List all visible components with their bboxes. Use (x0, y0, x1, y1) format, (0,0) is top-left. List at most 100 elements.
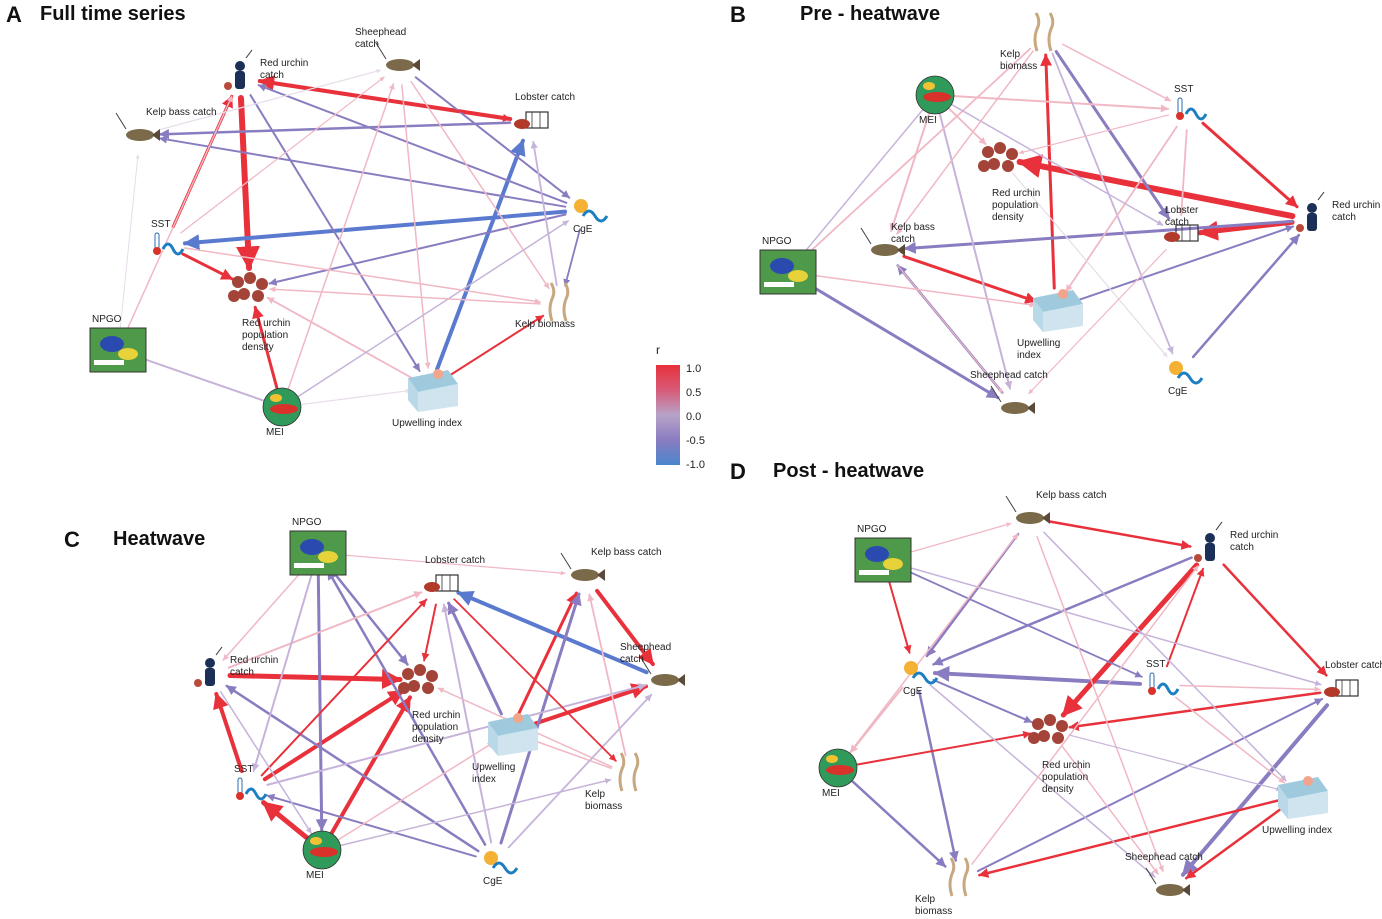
edge-arrow (1051, 52, 1174, 355)
edge-arrow (401, 84, 431, 369)
edge-arrow (1028, 248, 1167, 395)
node-label: Lobster catch (515, 92, 575, 103)
cge-node: CgE (483, 851, 519, 887)
edge-arrow (1174, 696, 1286, 784)
diver-icon (1296, 191, 1325, 232)
kelp-biomass-node: Kelp biomass (515, 282, 575, 330)
sun-wave-icon (574, 199, 609, 223)
node-label: Lobster catch (1325, 660, 1382, 671)
urchin-icon (978, 142, 1018, 172)
panel-b-title: Pre - heatwave (800, 3, 941, 25)
lobster-icon (1324, 679, 1359, 697)
globe-icon (302, 830, 342, 870)
node-label: NPGO (92, 314, 122, 325)
node-label: CgE (573, 224, 593, 235)
sun-wave-icon (1169, 361, 1204, 385)
lobster-catch-node: Lobster catch (514, 92, 575, 129)
edge-arrow (158, 69, 382, 131)
edge-arrow (287, 83, 395, 389)
edge-arrow (1179, 684, 1321, 693)
diver-icon (194, 646, 223, 687)
edge-arrow (301, 388, 411, 406)
sheephead-catch-node: Sheephead catch (970, 370, 1048, 414)
edge-arrow (901, 564, 1322, 686)
mei-node: MEI (915, 75, 955, 126)
edge-arrow (257, 83, 568, 204)
lobster-catch-node: Lobster catch (424, 555, 485, 592)
edge-arrow (445, 314, 545, 379)
npgo-node: NPGO (289, 517, 347, 576)
edge-arrow (1065, 125, 1178, 293)
edge-arrow (1222, 563, 1328, 677)
edge-arrow (903, 219, 1294, 254)
edge-arrow (1165, 567, 1205, 668)
panel-d-letter: D (730, 459, 746, 484)
urchin-icon (1028, 714, 1068, 744)
edge-arrow (1012, 172, 1168, 358)
cge-node: CgE (573, 199, 609, 235)
map-icon (289, 530, 347, 576)
edge-arrow (180, 76, 385, 234)
ocean-box-icon (408, 369, 458, 412)
edge-arrow (260, 598, 428, 777)
kelp-bass-catch-node: Kelp bass catch (560, 547, 662, 581)
npgo-node: NPGO (89, 314, 147, 373)
fish-icon (990, 385, 1035, 414)
edge-arrow (184, 247, 541, 305)
edge-arrow (803, 280, 1000, 400)
edge-arrow (932, 665, 1143, 686)
legend-tick: -1.0 (686, 459, 705, 471)
edge-arrow (266, 793, 477, 858)
fish-icon (560, 552, 605, 581)
edge-arrow (902, 254, 1038, 304)
node-label: Kelp bass catch (1036, 490, 1107, 501)
edge-arrow (801, 47, 1032, 260)
globe-icon (915, 75, 955, 115)
edge-arrow (900, 567, 1143, 678)
lobster-icon (514, 111, 549, 129)
kelp-icon (948, 857, 970, 897)
sun-wave-icon (484, 851, 519, 875)
edge-arrow (441, 603, 493, 844)
edge-arrow (225, 684, 480, 853)
node-label: CgE (903, 686, 923, 697)
edge-arrow (329, 567, 409, 666)
diver-icon (224, 49, 253, 90)
sst-node: SST (1146, 659, 1180, 696)
edge-arrow (227, 669, 403, 690)
legend-colorbar (656, 365, 680, 465)
edge-arrow (1061, 43, 1172, 102)
edge-arrow (948, 108, 987, 145)
node-label: NPGO (292, 517, 322, 528)
node-label: Lobster catch (425, 555, 485, 566)
edge-arrow (932, 678, 1033, 724)
upwelling-index-node: Upwelling index (392, 369, 462, 429)
thermometer-icon (1176, 97, 1208, 121)
edge-arrow (953, 95, 1170, 113)
node-label: MEI (266, 427, 284, 438)
edge-arrow (119, 154, 140, 331)
node-label: Sheephead catch (970, 370, 1048, 381)
sheephead-catch-node: Sheephead catch (1125, 852, 1203, 896)
sst-node: SST (151, 219, 185, 256)
panel-c-title: Heatwave (113, 528, 206, 550)
node-label: NPGO (857, 524, 887, 535)
fish-icon (115, 112, 160, 141)
ocean-box-icon (1033, 289, 1083, 332)
thermometer-icon (236, 777, 268, 801)
edge-arrow (951, 104, 1164, 226)
edge-arrow (329, 695, 413, 835)
edge-arrow (1201, 121, 1299, 209)
legend-tick: 0.5 (686, 387, 702, 399)
diver-icon (1194, 521, 1223, 562)
edge-arrow (499, 592, 582, 845)
